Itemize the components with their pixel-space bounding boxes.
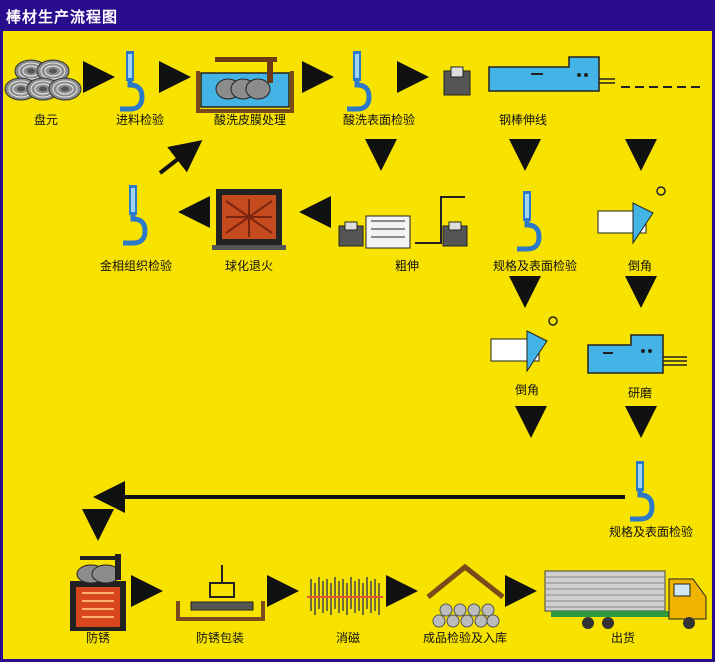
label-demagnetize: 消磁 (335, 631, 361, 645)
label-chamfer-1: 倒角 (627, 259, 653, 273)
label-spec-surface-inspection-2: 规格及表面检验 (608, 525, 694, 539)
label-pickling-surface-inspection: 酸洗表面检验 (342, 113, 416, 127)
incoming-inspection-gauge-icon (120, 51, 142, 109)
label-chamfer-2: 倒角 (514, 383, 540, 397)
label-pickling-coating: 酸洗皮膜处理 (213, 113, 287, 127)
label-rough-drawing: 粗伸 (394, 259, 420, 273)
pickling-inspection-gauge-icon (347, 51, 369, 109)
spec-inspection-gauge-1-icon (517, 191, 539, 249)
chamfer-1-icon (597, 186, 666, 245)
warehouse-icon (426, 563, 505, 628)
flow-arrows (82, 61, 657, 607)
page-title: 棒材生产流程图 (6, 8, 119, 26)
label-spec-surface-inspection-1: 规格及表面检验 (492, 259, 578, 273)
label-grinding: 研磨 (627, 386, 653, 400)
label-metallographic-inspection: 金相组织检验 (99, 259, 173, 273)
label-final-inspection-storage: 成品检验及入库 (422, 631, 508, 645)
label-rust-prevention: 防锈 (85, 631, 111, 645)
pickling-tank-icon (196, 57, 294, 113)
flow-panel: 盘元 进料检验 酸洗皮膜处理 酸洗表面检验 钢棒伸线 金相组织检验 球化退火 粗… (3, 31, 712, 659)
label-spheroidizing-annealing: 球化退火 (224, 259, 274, 273)
label-rust-packaging: 防锈包装 (195, 631, 245, 645)
metallographic-inspection-gauge-icon (123, 185, 145, 243)
label-shipment: 出货 (610, 631, 636, 645)
coil-icon (4, 59, 82, 101)
process-flow-diagram (4, 31, 707, 631)
truck-icon (544, 570, 707, 629)
chamfer-2-icon (490, 316, 558, 373)
rough-drawing-machine-icon (338, 196, 468, 249)
rust-prevention-furnace-icon (70, 554, 126, 631)
grinding-machine-icon (587, 334, 687, 374)
rust-packaging-icon (176, 565, 265, 621)
spec-inspection-gauge-2-icon (630, 461, 652, 519)
annealing-furnace-icon (212, 189, 286, 250)
label-coil: 盘元 (33, 113, 59, 127)
drawing-line-machine-icon (443, 56, 703, 96)
demagnetize-icon (307, 577, 383, 615)
label-incoming-inspection: 进料检验 (115, 113, 165, 127)
label-bar-drawing-line: 钢棒伸线 (498, 113, 548, 127)
